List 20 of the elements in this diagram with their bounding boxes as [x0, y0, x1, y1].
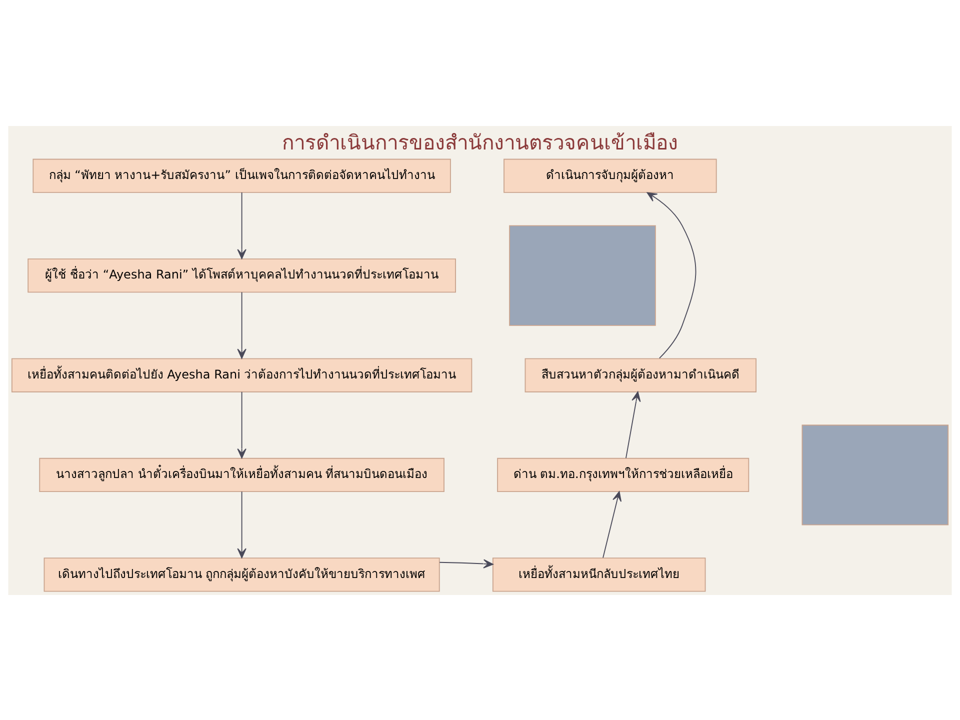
- node-box: เหยื่อทั้งสามหนีกลับประเทศไทย: [492, 557, 706, 592]
- node-box: สืบสวนหาตัวกลุ่มผู้ต้องหามาดำเนินคดี: [524, 358, 756, 392]
- node-box: ด่าน ตม.ทอ.กรุงเทพฯให้การช่วยเหลือเหยื่อ: [497, 457, 750, 492]
- node-box: นางสาวลูกปลา นำตั๋วเครื่องบินมาให้เหยื่อทั้งสามคน ที่สนามบินดอนเมือง: [39, 457, 444, 492]
- arrow: [602, 490, 622, 558]
- node-box: [802, 424, 949, 525]
- node-box: เดินทางไปถึงประเทศโอมาน ถูกกลุ่มผู้ต้องหาบังคับให้ขายบริการทางเพศ: [44, 557, 440, 592]
- arrow: [237, 291, 246, 358]
- node-box: ดำเนินการจับกุมผู้ต้องหา: [504, 158, 717, 192]
- arrow: [237, 390, 246, 458]
- node-box: [509, 224, 656, 326]
- node-box: เหยื่อทั้งสามคนติดต่อไปยัง Ayesha Rani ว่าต้องการไปทำงานนวดที่ประเทศโอมาน: [11, 358, 472, 392]
- arrow: [439, 558, 494, 568]
- arrow: [237, 192, 246, 259]
- diagram-title: การดำเนินการของสำนักงานตรวจคนเข้าเมือง: [282, 130, 678, 154]
- arrow: [626, 390, 641, 458]
- arrow: [237, 490, 246, 558]
- node-box: ผู้ใช้ ชื่อว่า “Ayesha Rani” ได้โพสต์หาบุคคลไปทำงานนวดที่ประเทศโอมาน: [28, 258, 456, 292]
- arrow: [646, 192, 696, 358]
- node-box: กลุ่ม “พัทยา หางาน+รับสมัครงาน” เป็นเพจในการติดต่อจัดหาคนไปทำงาน: [32, 158, 451, 192]
